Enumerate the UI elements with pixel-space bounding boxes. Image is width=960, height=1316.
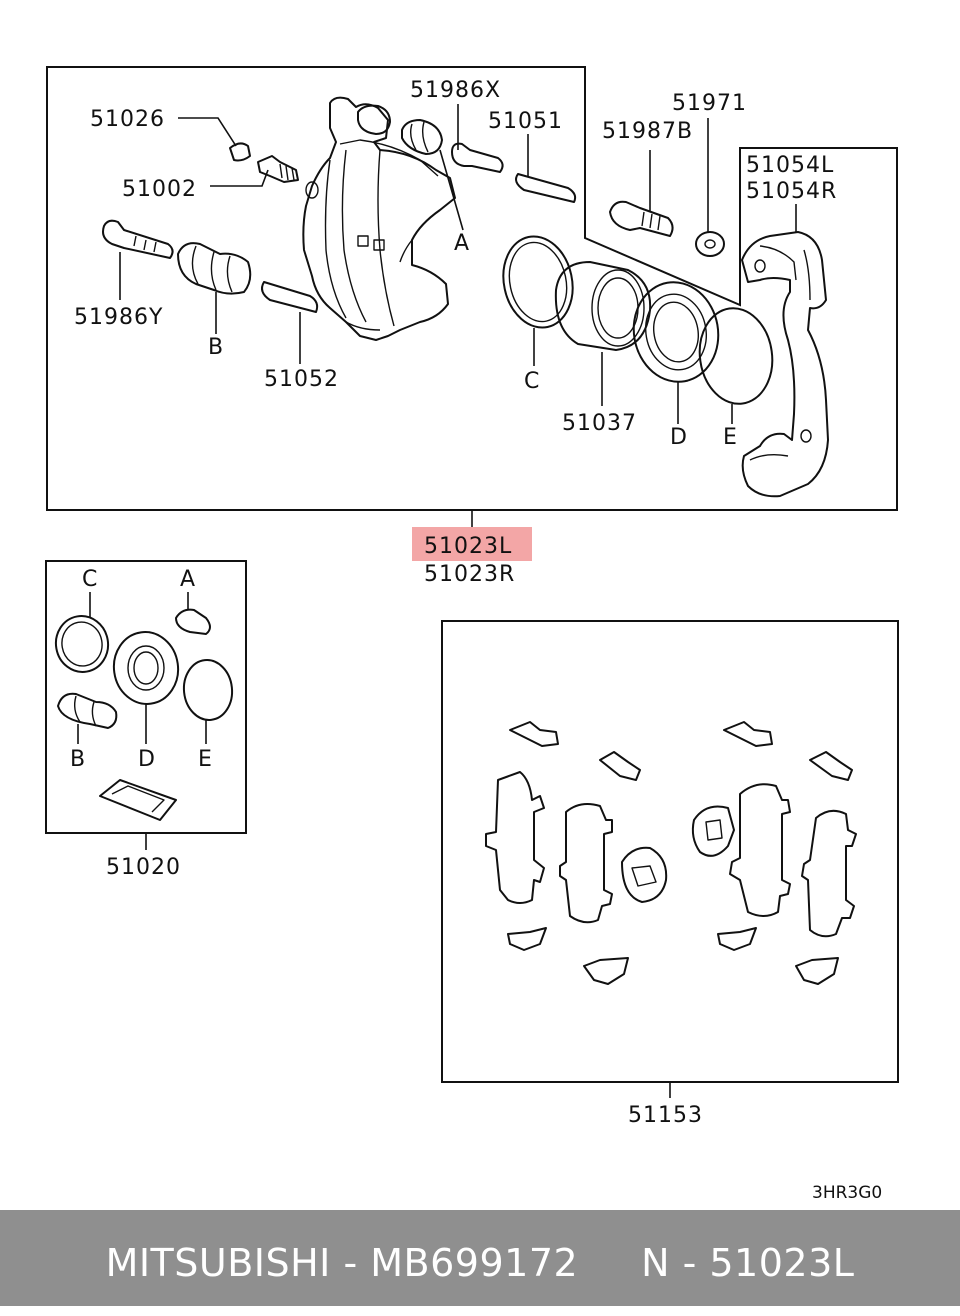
label-51023r: 51023R (424, 562, 515, 587)
part-51986y-bolt-illustration (102, 219, 174, 259)
label-51051: 51051 (488, 109, 563, 134)
label-51054r: 51054R (746, 179, 837, 204)
label-a-top: A (454, 231, 470, 256)
label-51986y: 51986Y (74, 305, 163, 330)
part-51971-washer-illustration (695, 231, 725, 257)
pad-set-right-illustration (691, 721, 857, 985)
label-51026: 51026 (90, 107, 165, 132)
top-seal-c-illustration (502, 235, 574, 329)
highlight-51023l (412, 527, 532, 561)
leader-lines-seal-kit (77, 592, 207, 744)
pad-set-box (441, 620, 899, 1083)
part-51987b-bolt-illustration (609, 200, 674, 237)
label-b-kit: B (70, 747, 86, 772)
part-51051-sleeve-illustration (515, 173, 577, 203)
label-51037: 51037 (562, 411, 637, 436)
parts-diagram: 51026 51002 51986X 51051 51971 51987B 51… (45, 66, 899, 1203)
leader-lines-main (119, 104, 797, 424)
label-51023l: 51023L (424, 534, 512, 559)
seal-kit-parts-illustration (54, 608, 234, 821)
label-d-kit: D (138, 747, 156, 772)
label-a-kit: A (180, 567, 196, 592)
drawing-code: 3HR3G0 (812, 1183, 882, 1203)
label-c-kit: C (82, 567, 98, 592)
footer-bar: MITSUBISHI - MB699172 N - 51023L (0, 1210, 960, 1306)
part-51002-bleeder-illustration (257, 155, 299, 183)
label-51002: 51002 (122, 177, 197, 202)
top-boot-b-illustration (177, 242, 252, 295)
label-51153: 51153 (628, 1103, 703, 1128)
label-51054l: 51054L (746, 153, 834, 178)
part-51026-cap-illustration (229, 142, 251, 162)
label-e-top: E (723, 425, 738, 450)
part-51052-sleeve-illustration (261, 281, 319, 313)
label-51971: 51971 (672, 91, 747, 116)
label-d-top: D (670, 425, 688, 450)
footer-part-number: MITSUBISHI - MB699172 N - 51023L (105, 1241, 855, 1285)
part-51054-bracket-illustration (741, 231, 829, 498)
part-51986x-bolt-illustration (451, 142, 504, 173)
top-boot-a-illustration (357, 104, 443, 155)
pad-set-left-illustration (485, 721, 668, 985)
caliper-assembly-box (46, 66, 898, 511)
label-51986x: 51986X (410, 78, 501, 103)
label-51987b: 51987B (602, 119, 693, 144)
label-b-top: B (208, 335, 224, 360)
label-51020: 51020 (106, 855, 181, 880)
label-c-top: C (524, 369, 540, 394)
label-e-kit: E (198, 747, 213, 772)
label-51052: 51052 (264, 367, 339, 392)
top-ring-e-illustration (698, 307, 774, 405)
